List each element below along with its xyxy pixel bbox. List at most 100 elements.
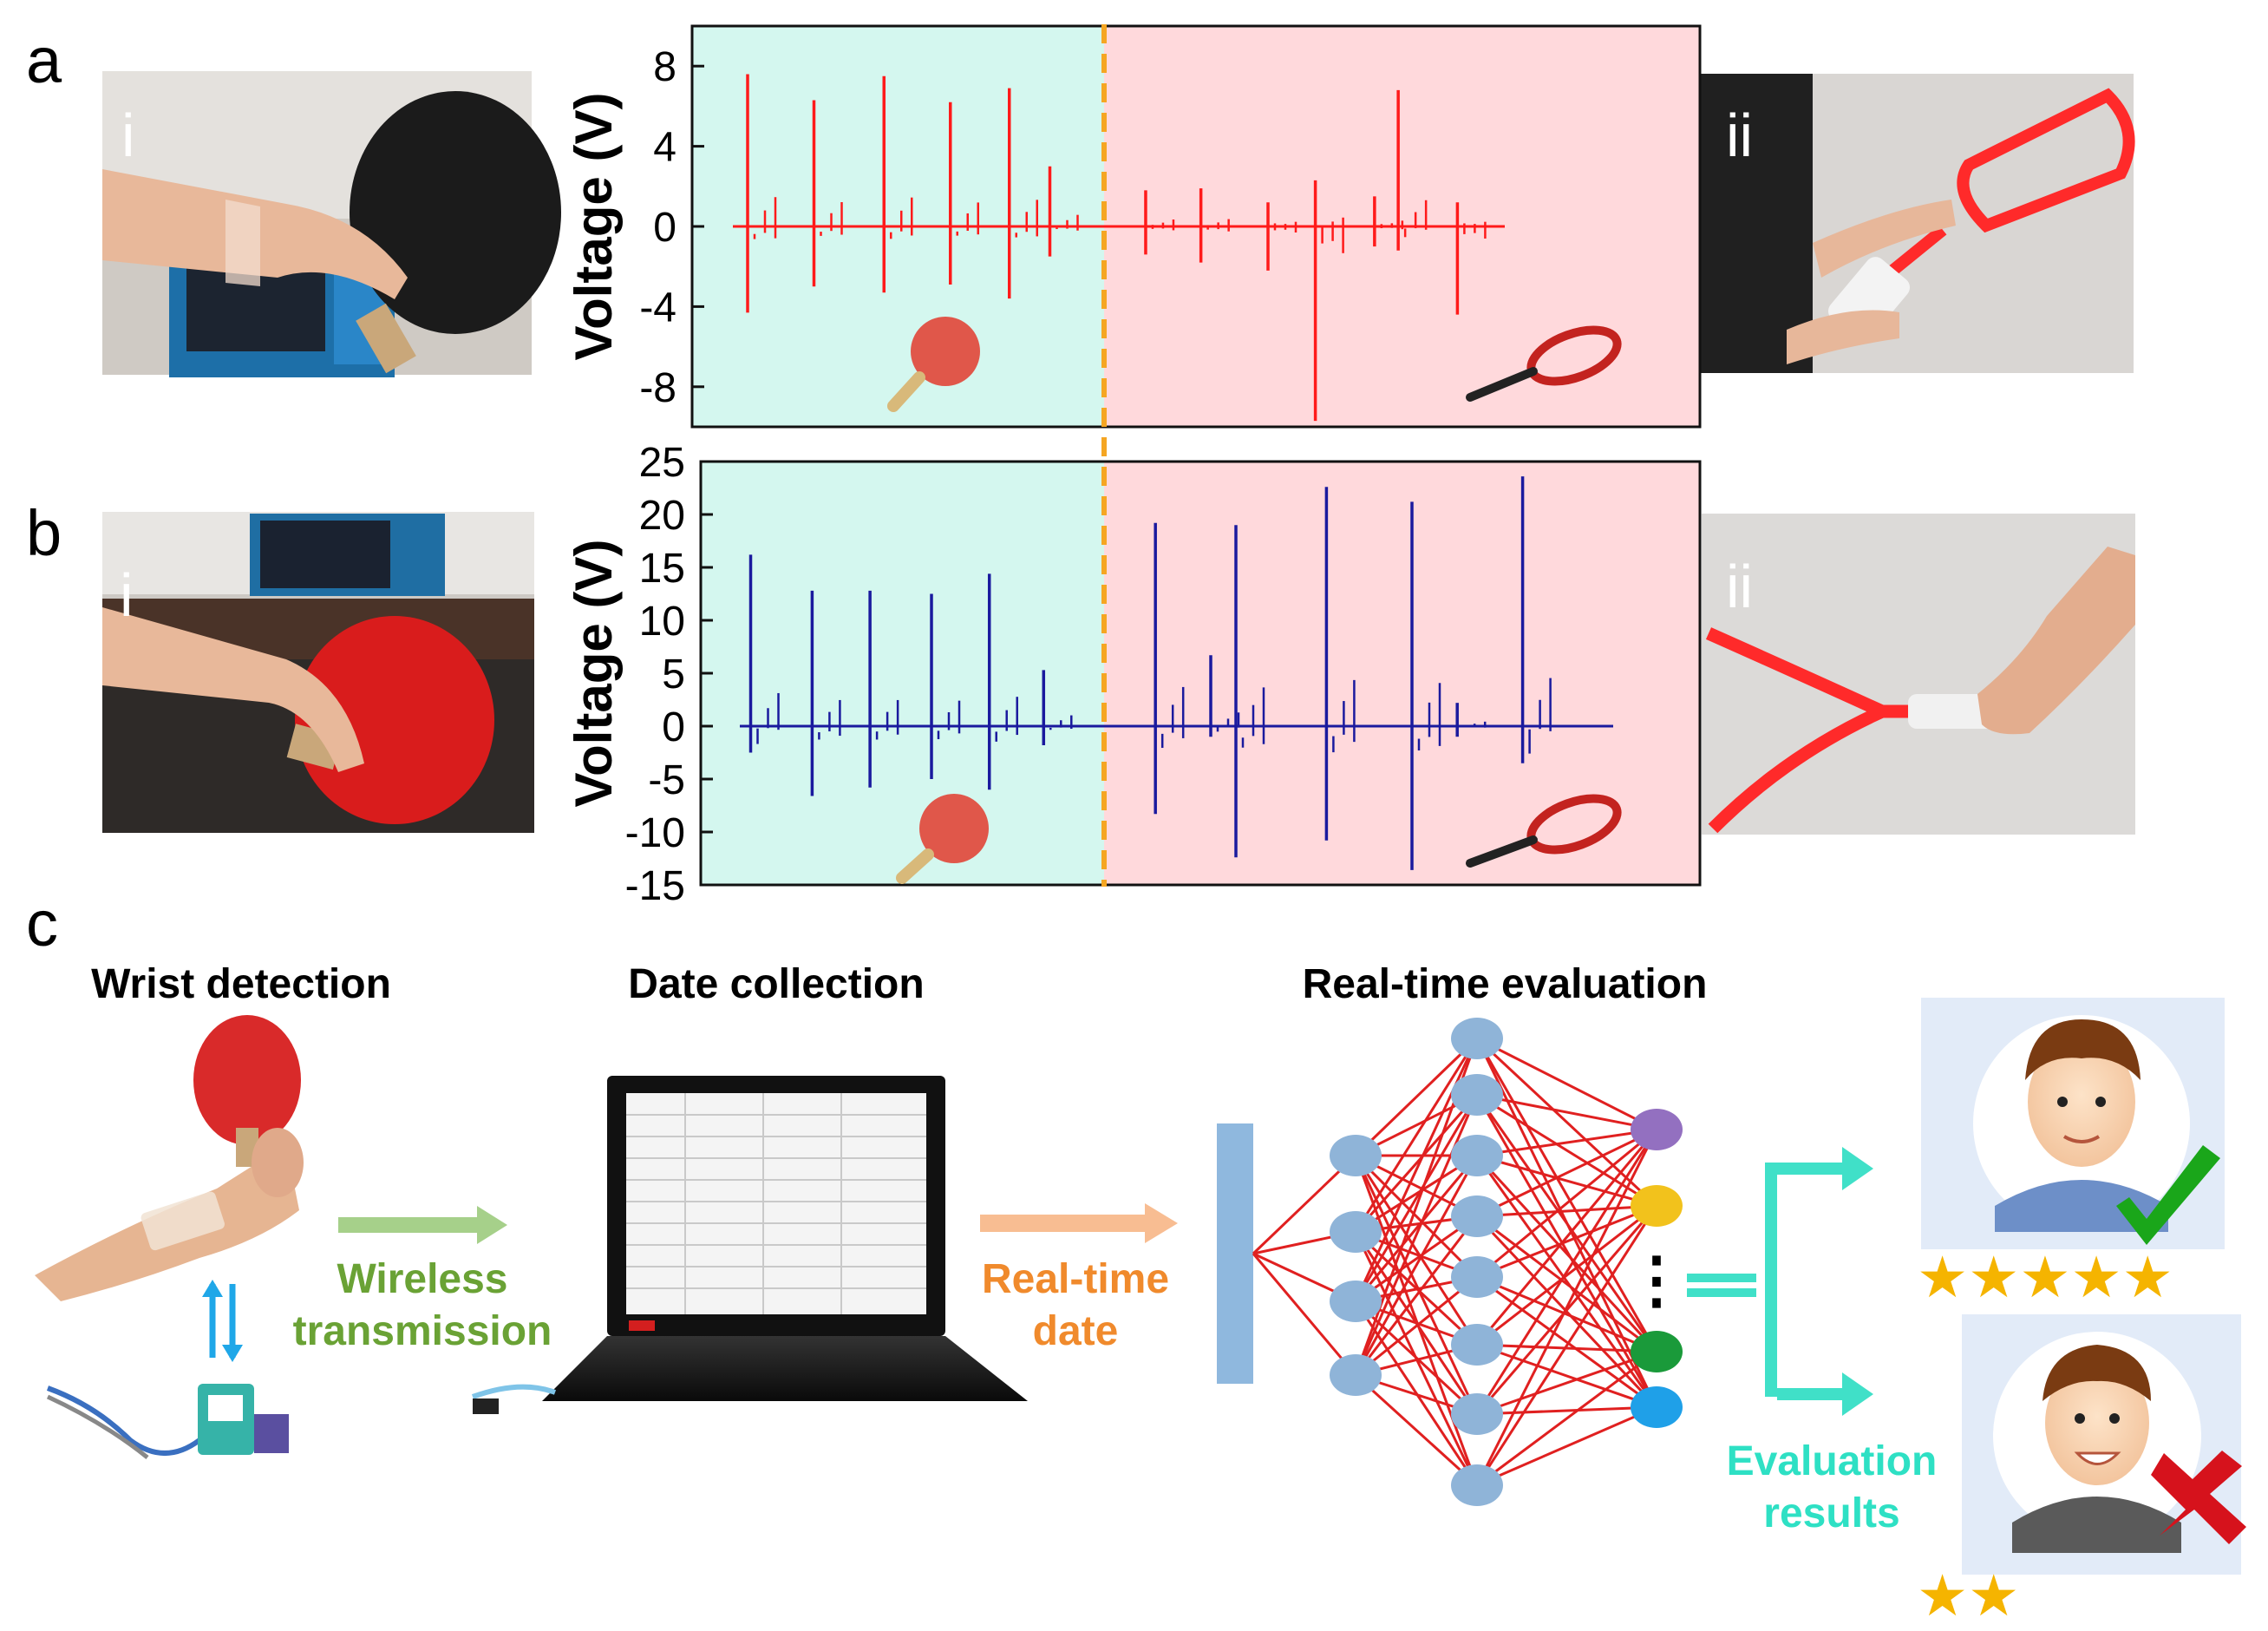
neural-network-diagram: [1217, 1018, 1683, 1506]
cross-icon: [2151, 1451, 2246, 1544]
wireless-transmission-arrow: [338, 1206, 507, 1244]
step-title-collection: Date collection: [628, 961, 924, 1007]
tennis-racket-icon: [1466, 325, 1622, 402]
network-edge: [1354, 1037, 1479, 1157]
network-edge: [1476, 1275, 1657, 1409]
network-edge: [1476, 1204, 1657, 1346]
y-tick-label: 15: [639, 546, 685, 592]
network-edge: [1476, 1128, 1657, 1157]
panel-letter-c: c: [26, 888, 58, 960]
output-node: [1631, 1331, 1683, 1372]
hidden-node: [1451, 1324, 1503, 1366]
y-tick-label: 0: [662, 704, 685, 750]
photo-a-i-label: i: [121, 102, 135, 169]
hidden-node: [1451, 1464, 1503, 1506]
network-edge: [1354, 1094, 1479, 1302]
table-tennis-racket-icon: [896, 794, 989, 884]
network-edge: [1475, 1094, 1658, 1408]
evaluation-results-arrow: [1687, 1147, 1873, 1416]
arrow2-label-line2: date: [1033, 1308, 1119, 1354]
hidden-node: [1451, 1135, 1503, 1176]
network-edge: [1476, 1215, 1657, 1353]
network-edge: [1475, 1155, 1658, 1408]
table-tennis-racket-icon: [887, 317, 980, 412]
network-edge: [1475, 1129, 1658, 1346]
network-edge: [1252, 1253, 1357, 1376]
results-label-line1: Evaluation: [1727, 1438, 1938, 1484]
network-edge: [1476, 1204, 1657, 1218]
bidirectional-arrows-icon: [202, 1280, 243, 1362]
y-tick-label: 20: [639, 493, 685, 539]
network-edge: [1355, 1275, 1478, 1377]
network-edge: [1476, 1343, 1657, 1353]
network-edge: [1475, 1038, 1658, 1353]
network-edge: [1252, 1154, 1357, 1255]
y-tick-label: 8: [653, 44, 676, 90]
chart-a: -8 -4 0 4 8 Voltage (V): [565, 24, 1702, 429]
hidden-node: [1451, 1393, 1503, 1435]
photo-b-i: i: [102, 512, 534, 833]
panel-letter-b: b: [26, 497, 62, 569]
network-edge: [1354, 1373, 1479, 1487]
network-edge: [1476, 1093, 1657, 1131]
chart-b-region-tennis: [1104, 462, 1700, 885]
network-edge: [1354, 1155, 1479, 1302]
chart-a-ylabel: Voltage (V): [565, 93, 623, 361]
good-result-card: [1921, 998, 2225, 1249]
y-tick-label: 25: [639, 440, 685, 486]
bad-result-card: [1962, 1314, 2246, 1575]
y-tick-label: -8: [639, 365, 676, 411]
photo-a-i: i: [102, 71, 561, 377]
network-edge: [1354, 1155, 1479, 1376]
bad-rating-stars: ★★: [1917, 1563, 2019, 1627]
network-edge: [1476, 1128, 1657, 1279]
network-edge: [1476, 1350, 1657, 1416]
hidden-node: [1330, 1354, 1382, 1396]
network-edge: [1475, 1129, 1658, 1415]
checkmark-icon: [2116, 1145, 2220, 1245]
network-edge: [1476, 1405, 1657, 1416]
network-edge: [1476, 1350, 1657, 1487]
network-edge: [1476, 1037, 1657, 1131]
real-time-data-arrow: [980, 1203, 1178, 1243]
more-outputs-ellipsis: ⋮: [1625, 1246, 1688, 1315]
network-edge: [1354, 1094, 1479, 1376]
hidden-node: [1451, 1195, 1503, 1237]
network-edge: [1354, 1155, 1479, 1346]
hidden-node: [1330, 1135, 1382, 1176]
y-tick-label: -15: [625, 863, 685, 909]
photo-a-ii: ii: [1700, 74, 2135, 373]
step-title-wrist: Wrist detection: [91, 961, 391, 1007]
y-tick-label: 4: [653, 125, 676, 171]
y-tick-label: -5: [648, 757, 685, 803]
output-node: [1631, 1386, 1683, 1428]
input-bar: [1217, 1123, 1253, 1384]
network-edge: [1475, 1154, 1658, 1353]
hidden-node: [1451, 1018, 1503, 1059]
network-edge: [1475, 1205, 1658, 1486]
network-edge: [1355, 1215, 1478, 1303]
network-edge: [1354, 1154, 1479, 1279]
output-node: [1631, 1185, 1683, 1227]
arrow1-label-line2: transmission: [293, 1308, 552, 1354]
network-edge: [1354, 1094, 1479, 1233]
wrist-sensor-illustration: [35, 1015, 304, 1301]
network-edge: [1476, 1405, 1657, 1487]
y-tick-label: 10: [639, 599, 685, 645]
y-tick-label: 0: [653, 205, 676, 251]
step-title-evaluation: Real-time evaluation: [1303, 961, 1708, 1007]
network-edge: [1476, 1204, 1657, 1279]
photo-b-ii-label: ii: [1726, 553, 1753, 620]
photo-a-ii-label: ii: [1726, 102, 1753, 169]
photo-b-i-label: i: [120, 561, 134, 629]
network-edge: [1476, 1128, 1657, 1218]
network-edge: [1354, 1215, 1479, 1376]
y-tick-label: 5: [662, 652, 685, 698]
y-tick-label: -4: [639, 285, 676, 331]
network-edge: [1475, 1129, 1658, 1486]
wireless-module-icon: [46, 1384, 289, 1459]
hidden-node: [1451, 1256, 1503, 1298]
tennis-racket-icon: [1466, 794, 1622, 868]
hidden-node: [1330, 1281, 1382, 1322]
